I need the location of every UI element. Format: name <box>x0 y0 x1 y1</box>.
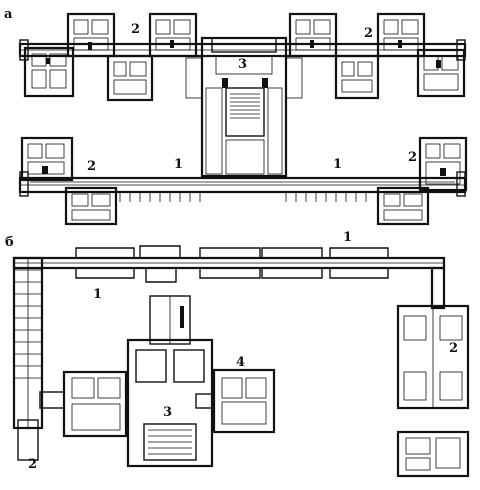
plan-a-label-north-left: 2 <box>131 22 140 37</box>
plan-b-left-clinic <box>39 370 128 438</box>
plan-b-letter: б <box>5 235 14 250</box>
plan-a-south-pavilions <box>20 136 468 226</box>
plan-b-label-left-corridor: 1 <box>93 287 102 302</box>
plan-b-top-corridor <box>12 245 446 283</box>
plan-b-block-4 <box>195 368 276 434</box>
plan-a: а <box>4 7 468 226</box>
plan-b-left-corridor <box>12 256 44 461</box>
plan-b-se-annex <box>396 430 470 478</box>
plan-b-east-wing <box>396 266 470 410</box>
plan-a-label-south-left-corridor: 1 <box>174 157 183 172</box>
plan-a-central-block <box>185 36 303 178</box>
plan-a-label-south-left-wing: 2 <box>87 159 96 174</box>
plan-b-label-center: 3 <box>163 405 172 420</box>
plan-b-central-hub <box>126 295 214 468</box>
plan-a-letter: а <box>4 7 13 22</box>
plan-a-label-center: 3 <box>238 57 247 72</box>
plan-a-label-north-right: 2 <box>364 26 373 41</box>
plan-b-label-block-4: 4 <box>236 355 245 370</box>
plan-a-label-south-right-wing: 2 <box>408 150 417 165</box>
plan-a-north-right-pavilions <box>288 12 466 100</box>
plan-a-north-left-pavilions <box>23 12 198 102</box>
plan-b-label-top-corridor: 1 <box>343 230 352 245</box>
plan-a-label-south-right-corridor: 1 <box>333 157 342 172</box>
plan-b-label-bottom-left: 2 <box>28 457 37 472</box>
plan-b: б <box>5 230 470 478</box>
plan-b-label-east-wing: 2 <box>449 341 458 356</box>
plan-a-ward-ticks <box>119 192 367 202</box>
